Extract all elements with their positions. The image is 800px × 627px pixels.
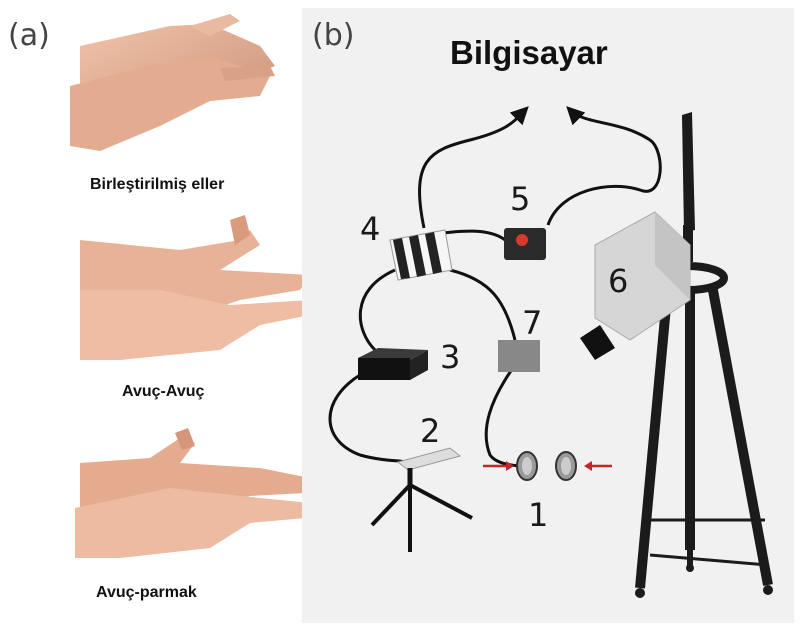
hand-photo-palm-palm [80, 215, 310, 360]
camera-tripod [580, 112, 773, 598]
computer-title: Bilgisayar [450, 34, 608, 71]
panel-b-label: (b) [312, 18, 355, 53]
control-box [358, 348, 428, 380]
caption-palm-palm: Avuç-Avuç [122, 383, 205, 400]
mini-tripod-sensor [370, 447, 473, 552]
component-number-3: 3 [440, 338, 461, 376]
component-number-4: 4 [360, 210, 381, 248]
hand-photo-palm-finger [75, 428, 310, 558]
striped-target [389, 229, 453, 281]
trigger-box [504, 228, 546, 260]
panel-a-label: (a) [8, 18, 50, 53]
component-number-7: 7 [522, 304, 543, 342]
grey-module [498, 340, 540, 372]
lens-pair [483, 451, 612, 481]
caption-joined-hands: Birleştirilmiş eller [90, 176, 225, 193]
component-number-6: 6 [608, 262, 629, 300]
component-number-5: 5 [510, 180, 531, 218]
caption-palm-finger: Avuç-parmak [96, 584, 197, 601]
component-number-2: 2 [420, 412, 441, 450]
component-number-1: 1 [528, 496, 549, 534]
hand-photo-joined [70, 14, 275, 151]
